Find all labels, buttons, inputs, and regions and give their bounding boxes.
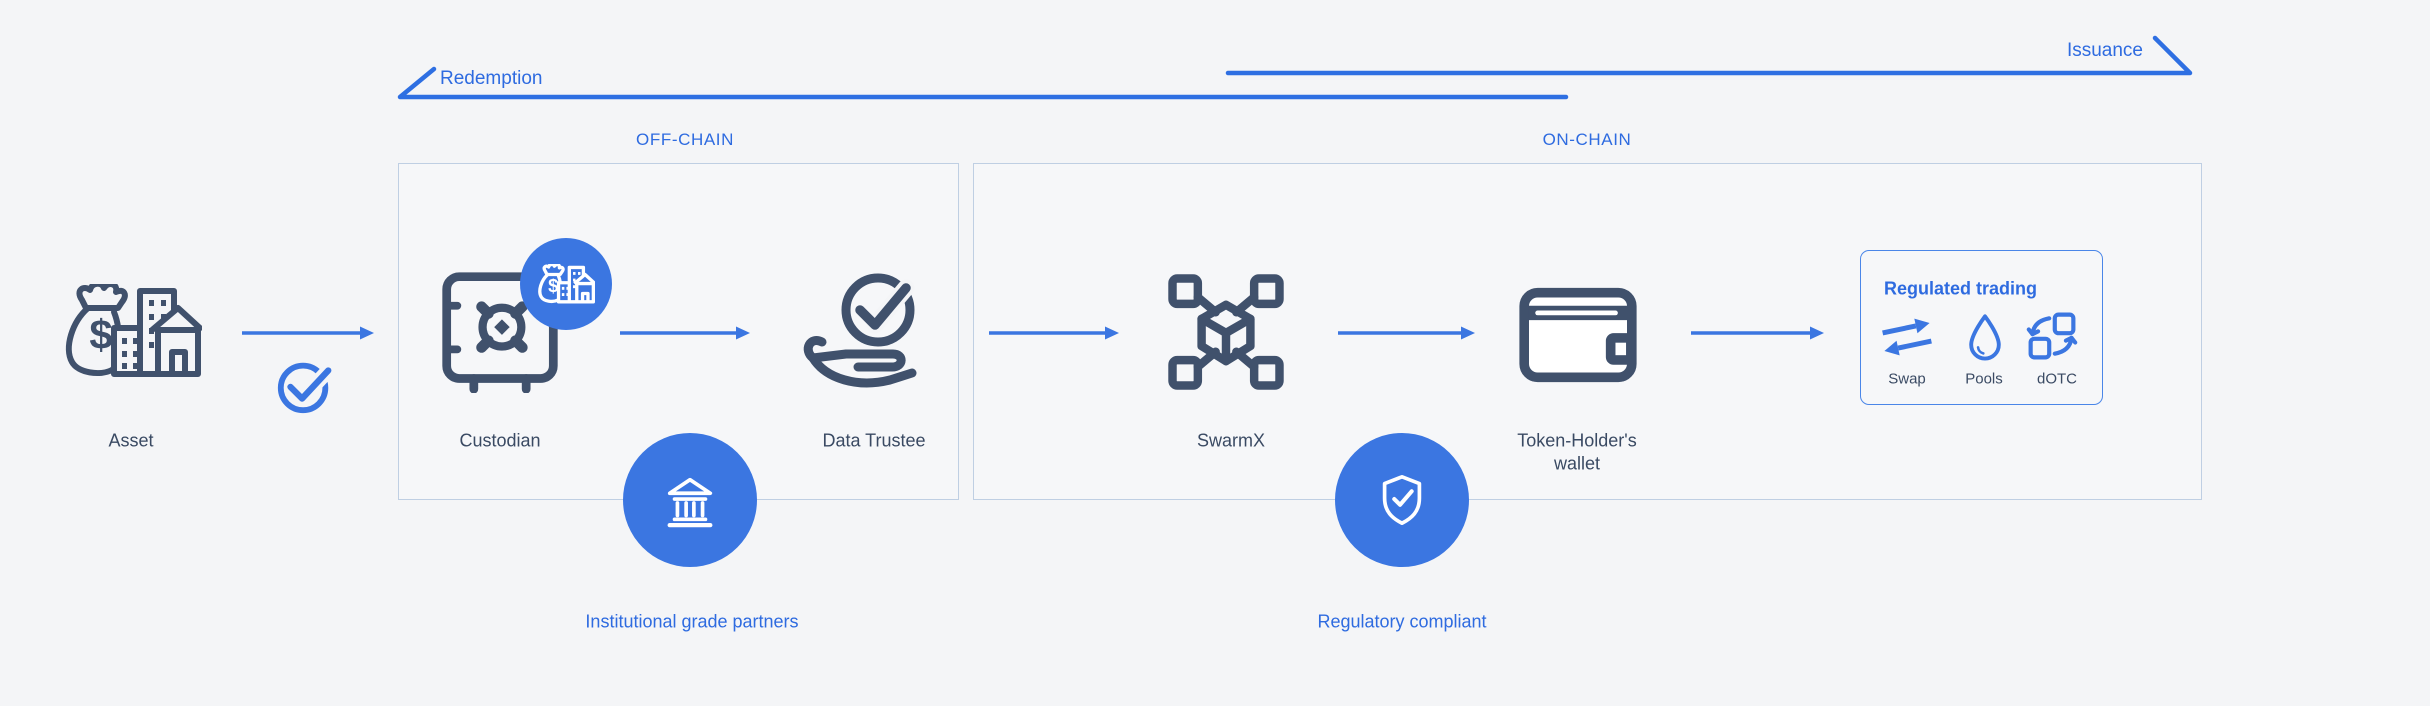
data-trustee-label: Data Trustee: [822, 430, 926, 451]
svg-text:$: $: [548, 276, 558, 296]
wallet-icon: [1519, 287, 1637, 383]
institutional-badge-circle: [623, 433, 757, 567]
asset-icon: $: [65, 284, 202, 377]
custodian-label: Custodian: [459, 430, 541, 451]
flow-connector-arrow: [989, 326, 1119, 340]
swap-label: Swap: [1888, 370, 1926, 388]
issuance-label: Issuance: [2066, 40, 2143, 61]
wallet-label-line2: wallet: [1553, 453, 1601, 474]
water-drop-icon: [1969, 314, 2001, 361]
check-circle-icon: [277, 362, 336, 414]
redemption-label: Redemption: [440, 68, 543, 89]
asset-mini-icon: $: [538, 264, 595, 304]
exchange-squares-icon: [2026, 312, 2078, 360]
regulated-trading-title: Regulated trading: [1884, 278, 2038, 299]
flow-arrows: [397, 35, 2193, 100]
regulatory-badge-label: Regulatory compliant: [1317, 611, 1487, 632]
flow-connector-arrow: [1338, 326, 1475, 340]
flow-connector-arrow: [620, 326, 750, 340]
custodian-asset-badge: $: [520, 238, 612, 330]
flow-connector-arrow: [242, 326, 374, 340]
regulatory-badge-circle: [1335, 433, 1469, 567]
bank-icon: [667, 477, 713, 528]
svg-text:$: $: [89, 311, 112, 358]
issuance-arrow: [1225, 35, 2193, 76]
pools-label: Pools: [1965, 370, 2003, 388]
swap-arrows-icon: [1882, 318, 1932, 356]
swarmx-blockchain-icon: [1168, 274, 1284, 390]
shield-check-icon: [1382, 474, 1422, 526]
institutional-badge-label: Institutional grade partners: [585, 611, 799, 632]
data-trustee-icon: [803, 273, 917, 388]
swarmx-label: SwarmX: [1196, 430, 1266, 451]
onchain-section-label: ON-CHAIN: [1542, 130, 1632, 149]
offchain-section-label: OFF-CHAIN: [636, 130, 734, 149]
asset-label: Asset: [108, 430, 154, 451]
wallet-label-line1: Token-Holder's: [1517, 430, 1637, 451]
redemption-arrow: [397, 66, 1569, 100]
dotc-label: dOTC: [2036, 370, 2078, 388]
flow-connector-arrow: [1691, 326, 1824, 340]
